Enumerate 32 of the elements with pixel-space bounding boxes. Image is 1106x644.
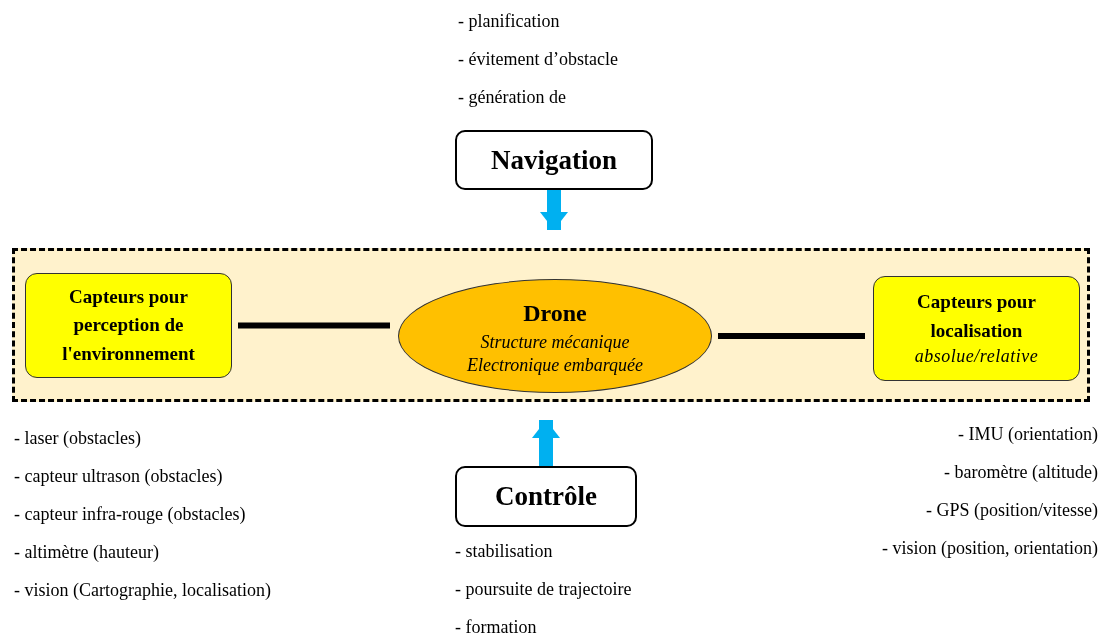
list-item: - stabilisation	[455, 540, 553, 563]
list-item: - vision (Cartographie, localisation)	[14, 579, 271, 602]
list-item: - capteur infra-rouge (obstacles)	[14, 503, 246, 526]
block-arrow	[532, 420, 560, 466]
sensor-box	[25, 273, 232, 378]
node-title: Navigation	[491, 143, 617, 177]
node-subtitle: Structure mécanique	[480, 330, 630, 354]
list-item: - GPS (position/vitesse)	[926, 499, 1098, 522]
connector-line	[718, 333, 865, 339]
node-subtitle: absolue/relative	[914, 345, 1039, 369]
list-item: - formation	[455, 616, 537, 639]
list-item: - baromètre (altitude)	[944, 461, 1098, 484]
node-title: Capteurs pour localisation	[916, 290, 1037, 343]
list-item: - évitement d’obstacle	[458, 48, 618, 71]
node-subtitle: Electronique embarquée	[466, 354, 644, 377]
process-box	[455, 466, 637, 527]
block-arrow	[540, 190, 568, 230]
list-item: - laser (obstacles)	[14, 427, 141, 450]
list-item: - capteur ultrason (obstacles)	[14, 465, 223, 488]
connector-line	[238, 322, 390, 329]
list-item: - altimètre (hauteur)	[14, 541, 159, 564]
list-item: - génération de	[458, 86, 566, 109]
process-box	[455, 130, 653, 190]
list-item: - poursuite de trajectoire	[455, 578, 632, 601]
list-item: - vision (position, orientation)	[882, 537, 1098, 560]
sensor-box	[873, 276, 1080, 381]
node-title: Drone	[523, 298, 587, 328]
dashed-group-band	[12, 248, 1090, 402]
node-title: Contrôle	[495, 480, 597, 514]
node-title: Capteurs pour perception de l'environnement	[61, 284, 196, 366]
list-item: - IMU (orientation)	[958, 423, 1098, 446]
list-item: - planification	[458, 10, 560, 33]
